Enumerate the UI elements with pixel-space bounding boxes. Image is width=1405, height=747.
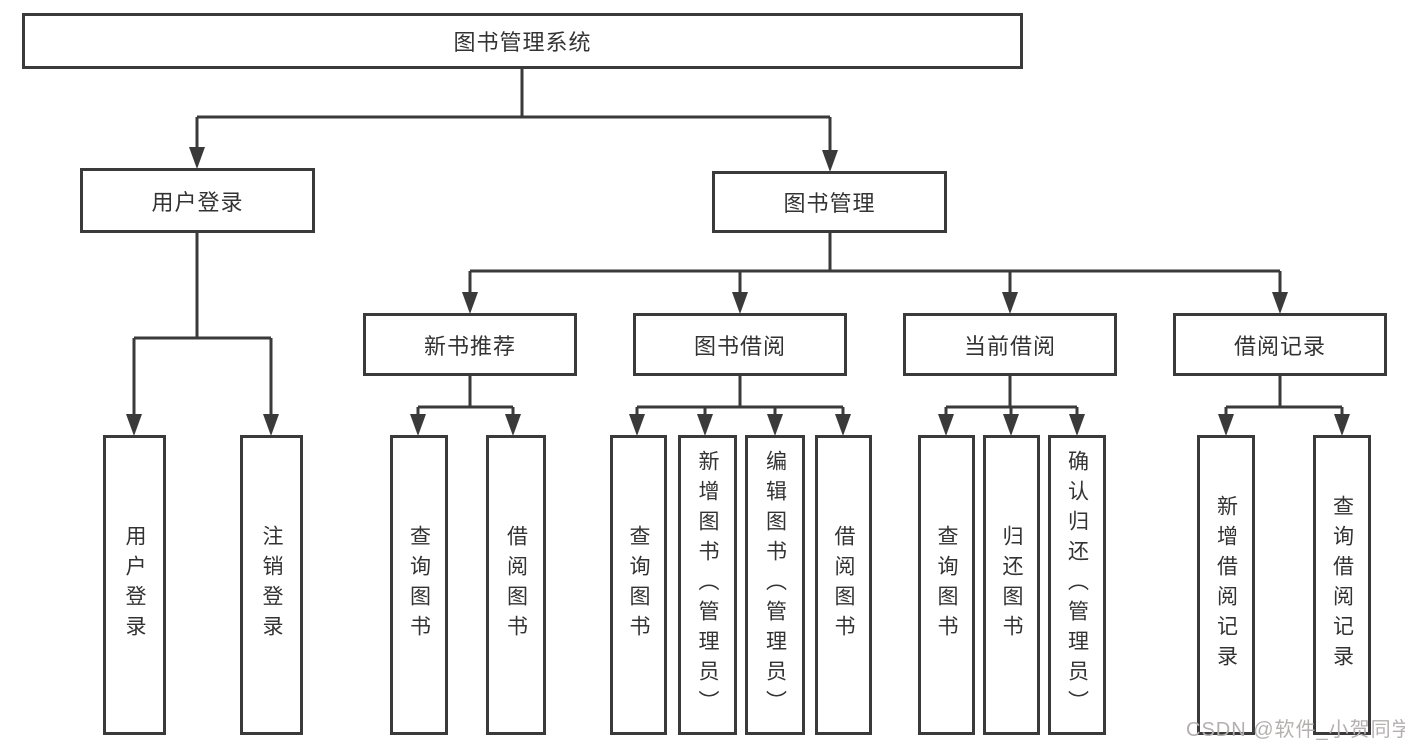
node-user-login: 用户登录 bbox=[80, 168, 315, 233]
arrowhead bbox=[462, 292, 478, 314]
leaf-cb-confirm-return-admin: 确认归还（管理员） bbox=[1048, 435, 1106, 735]
arrowhead bbox=[505, 414, 521, 436]
node-root-label: 图书管理系统 bbox=[453, 30, 592, 55]
arrowhead bbox=[732, 292, 748, 314]
leaf-bb-edit-books-admin: 编辑图书（管理员） bbox=[745, 435, 805, 735]
arrowhead bbox=[822, 150, 838, 172]
arrowhead bbox=[629, 414, 645, 436]
leaf-bb-add-books-admin-label: 新增图书（管理员） bbox=[696, 450, 719, 720]
leaf-br-add-borrow-record-label: 新增借阅记录 bbox=[1214, 495, 1238, 675]
arrowhead bbox=[1218, 414, 1234, 436]
connector-root-to-level2 bbox=[195, 69, 832, 151]
leaf-cb-return-books: 归还图书 bbox=[983, 435, 1040, 735]
arrowhead bbox=[835, 414, 851, 436]
leaf-bb-query-books-label: 查询图书 bbox=[627, 525, 650, 645]
leaf-nbr-query-books: 查询图书 bbox=[390, 435, 448, 735]
leaf-nbr-borrow-books-label: 借阅图书 bbox=[504, 525, 528, 645]
node-book-management-label: 图书管理 bbox=[783, 191, 876, 216]
csdn-watermark: CSDN @软件_小贺同学 bbox=[1186, 719, 1405, 741]
node-root: 图书管理系统 bbox=[22, 13, 1023, 69]
arrowhead bbox=[126, 414, 142, 436]
leaf-bb-add-books-admin: 新增图书（管理员） bbox=[678, 435, 737, 735]
node-user-login-label: 用户登录 bbox=[151, 189, 244, 215]
arrowhead bbox=[1002, 292, 1018, 314]
leaf-user-login: 用户登录 bbox=[103, 435, 166, 735]
connector-borrowing-to-leaves bbox=[635, 376, 845, 416]
node-new-book-recommendation-label: 新书推荐 bbox=[423, 333, 516, 359]
leaf-bb-edit-books-admin-label: 编辑图书（管理员） bbox=[763, 450, 787, 720]
node-current-borrowing-label: 当前借阅 bbox=[963, 333, 1056, 359]
node-borrowing-records-label: 借阅记录 bbox=[1233, 333, 1326, 359]
leaf-logout-label: 注销登录 bbox=[260, 525, 283, 645]
node-book-management: 图书管理 bbox=[712, 171, 947, 233]
leaf-user-login-label: 用户登录 bbox=[123, 525, 146, 645]
arrowhead bbox=[189, 147, 205, 169]
node-new-book-recommendation: 新书推荐 bbox=[363, 313, 577, 376]
arrowhead bbox=[410, 414, 426, 436]
leaf-br-add-borrow-record: 新增借阅记录 bbox=[1197, 435, 1255, 735]
arrowhead bbox=[263, 414, 279, 436]
connector-records-to-leaves bbox=[1224, 376, 1344, 416]
leaf-logout: 注销登录 bbox=[240, 435, 303, 735]
leaf-br-query-borrow-record: 查询借阅记录 bbox=[1313, 435, 1371, 735]
leaf-cb-return-books-label: 归还图书 bbox=[1000, 525, 1023, 645]
arrowhead bbox=[938, 414, 954, 436]
connector-current-to-leaves bbox=[944, 376, 1079, 416]
leaf-nbr-borrow-books: 借阅图书 bbox=[486, 435, 546, 735]
leaf-cb-confirm-return-admin-label: 确认归还（管理员） bbox=[1065, 450, 1089, 720]
leaf-cb-query-books: 查询图书 bbox=[918, 435, 975, 735]
leaf-bb-query-books: 查询图书 bbox=[610, 435, 667, 735]
arrowhead bbox=[1334, 414, 1350, 436]
leaf-br-query-borrow-record-label: 查询借阅记录 bbox=[1330, 495, 1354, 675]
arrowhead bbox=[697, 414, 713, 436]
arrowhead bbox=[1069, 414, 1085, 436]
arrowhead bbox=[1272, 292, 1288, 314]
connector-newbook-to-leaves bbox=[416, 376, 515, 416]
leaf-bb-borrow-books: 借阅图书 bbox=[815, 435, 872, 735]
leaf-cb-query-books-label: 查询图书 bbox=[935, 525, 958, 645]
connector-bookmgmt-to-level3 bbox=[468, 233, 1282, 294]
node-book-borrowing: 图书借阅 bbox=[633, 313, 847, 376]
connector-userlogin-to-leaves bbox=[132, 233, 273, 416]
leaf-bb-borrow-books-label: 借阅图书 bbox=[832, 525, 855, 645]
node-current-borrowing: 当前借阅 bbox=[903, 313, 1117, 376]
node-book-borrowing-label: 图书借阅 bbox=[693, 333, 786, 359]
arrowhead bbox=[767, 414, 783, 436]
arrowhead bbox=[1003, 414, 1019, 436]
leaf-nbr-query-books-label: 查询图书 bbox=[407, 525, 431, 645]
node-borrowing-records: 借阅记录 bbox=[1173, 313, 1387, 376]
